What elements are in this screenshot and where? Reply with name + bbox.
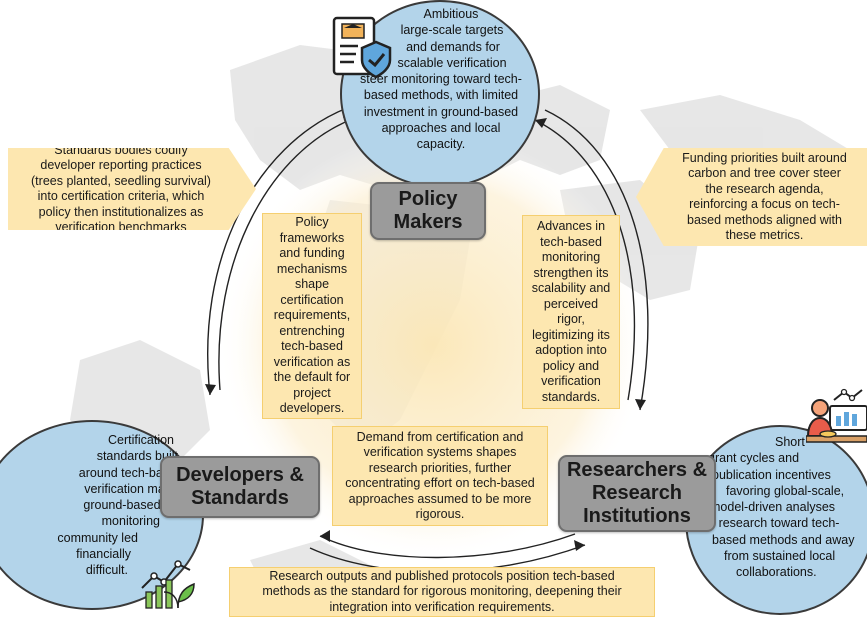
developers-circle-text: Certification standards built around tec…: [57, 433, 183, 578]
note-funding-priorities: Funding priorities built around carbon a…: [636, 148, 867, 246]
researcher-analytics-icon: [806, 388, 867, 443]
developers-standards-box: Developers & Standards: [160, 456, 320, 518]
researchers-circle-text: Short grant cycles and publication incen…: [688, 435, 855, 580]
note-research-outputs: Research outputs and published protocols…: [229, 567, 655, 617]
researchers-institutions-box: Researchers & Research Institutions: [558, 455, 716, 532]
policy-makers-circle-text: Ambitious large-scale targets and demand…: [360, 7, 522, 152]
note-standards-to-policy: Standards bodies codify developer report…: [8, 148, 256, 230]
growth-chart-seedling-icon: [141, 560, 195, 609]
policy-document-shield-icon: [332, 16, 392, 79]
policy-makers-box: Policy Makers: [370, 182, 486, 240]
